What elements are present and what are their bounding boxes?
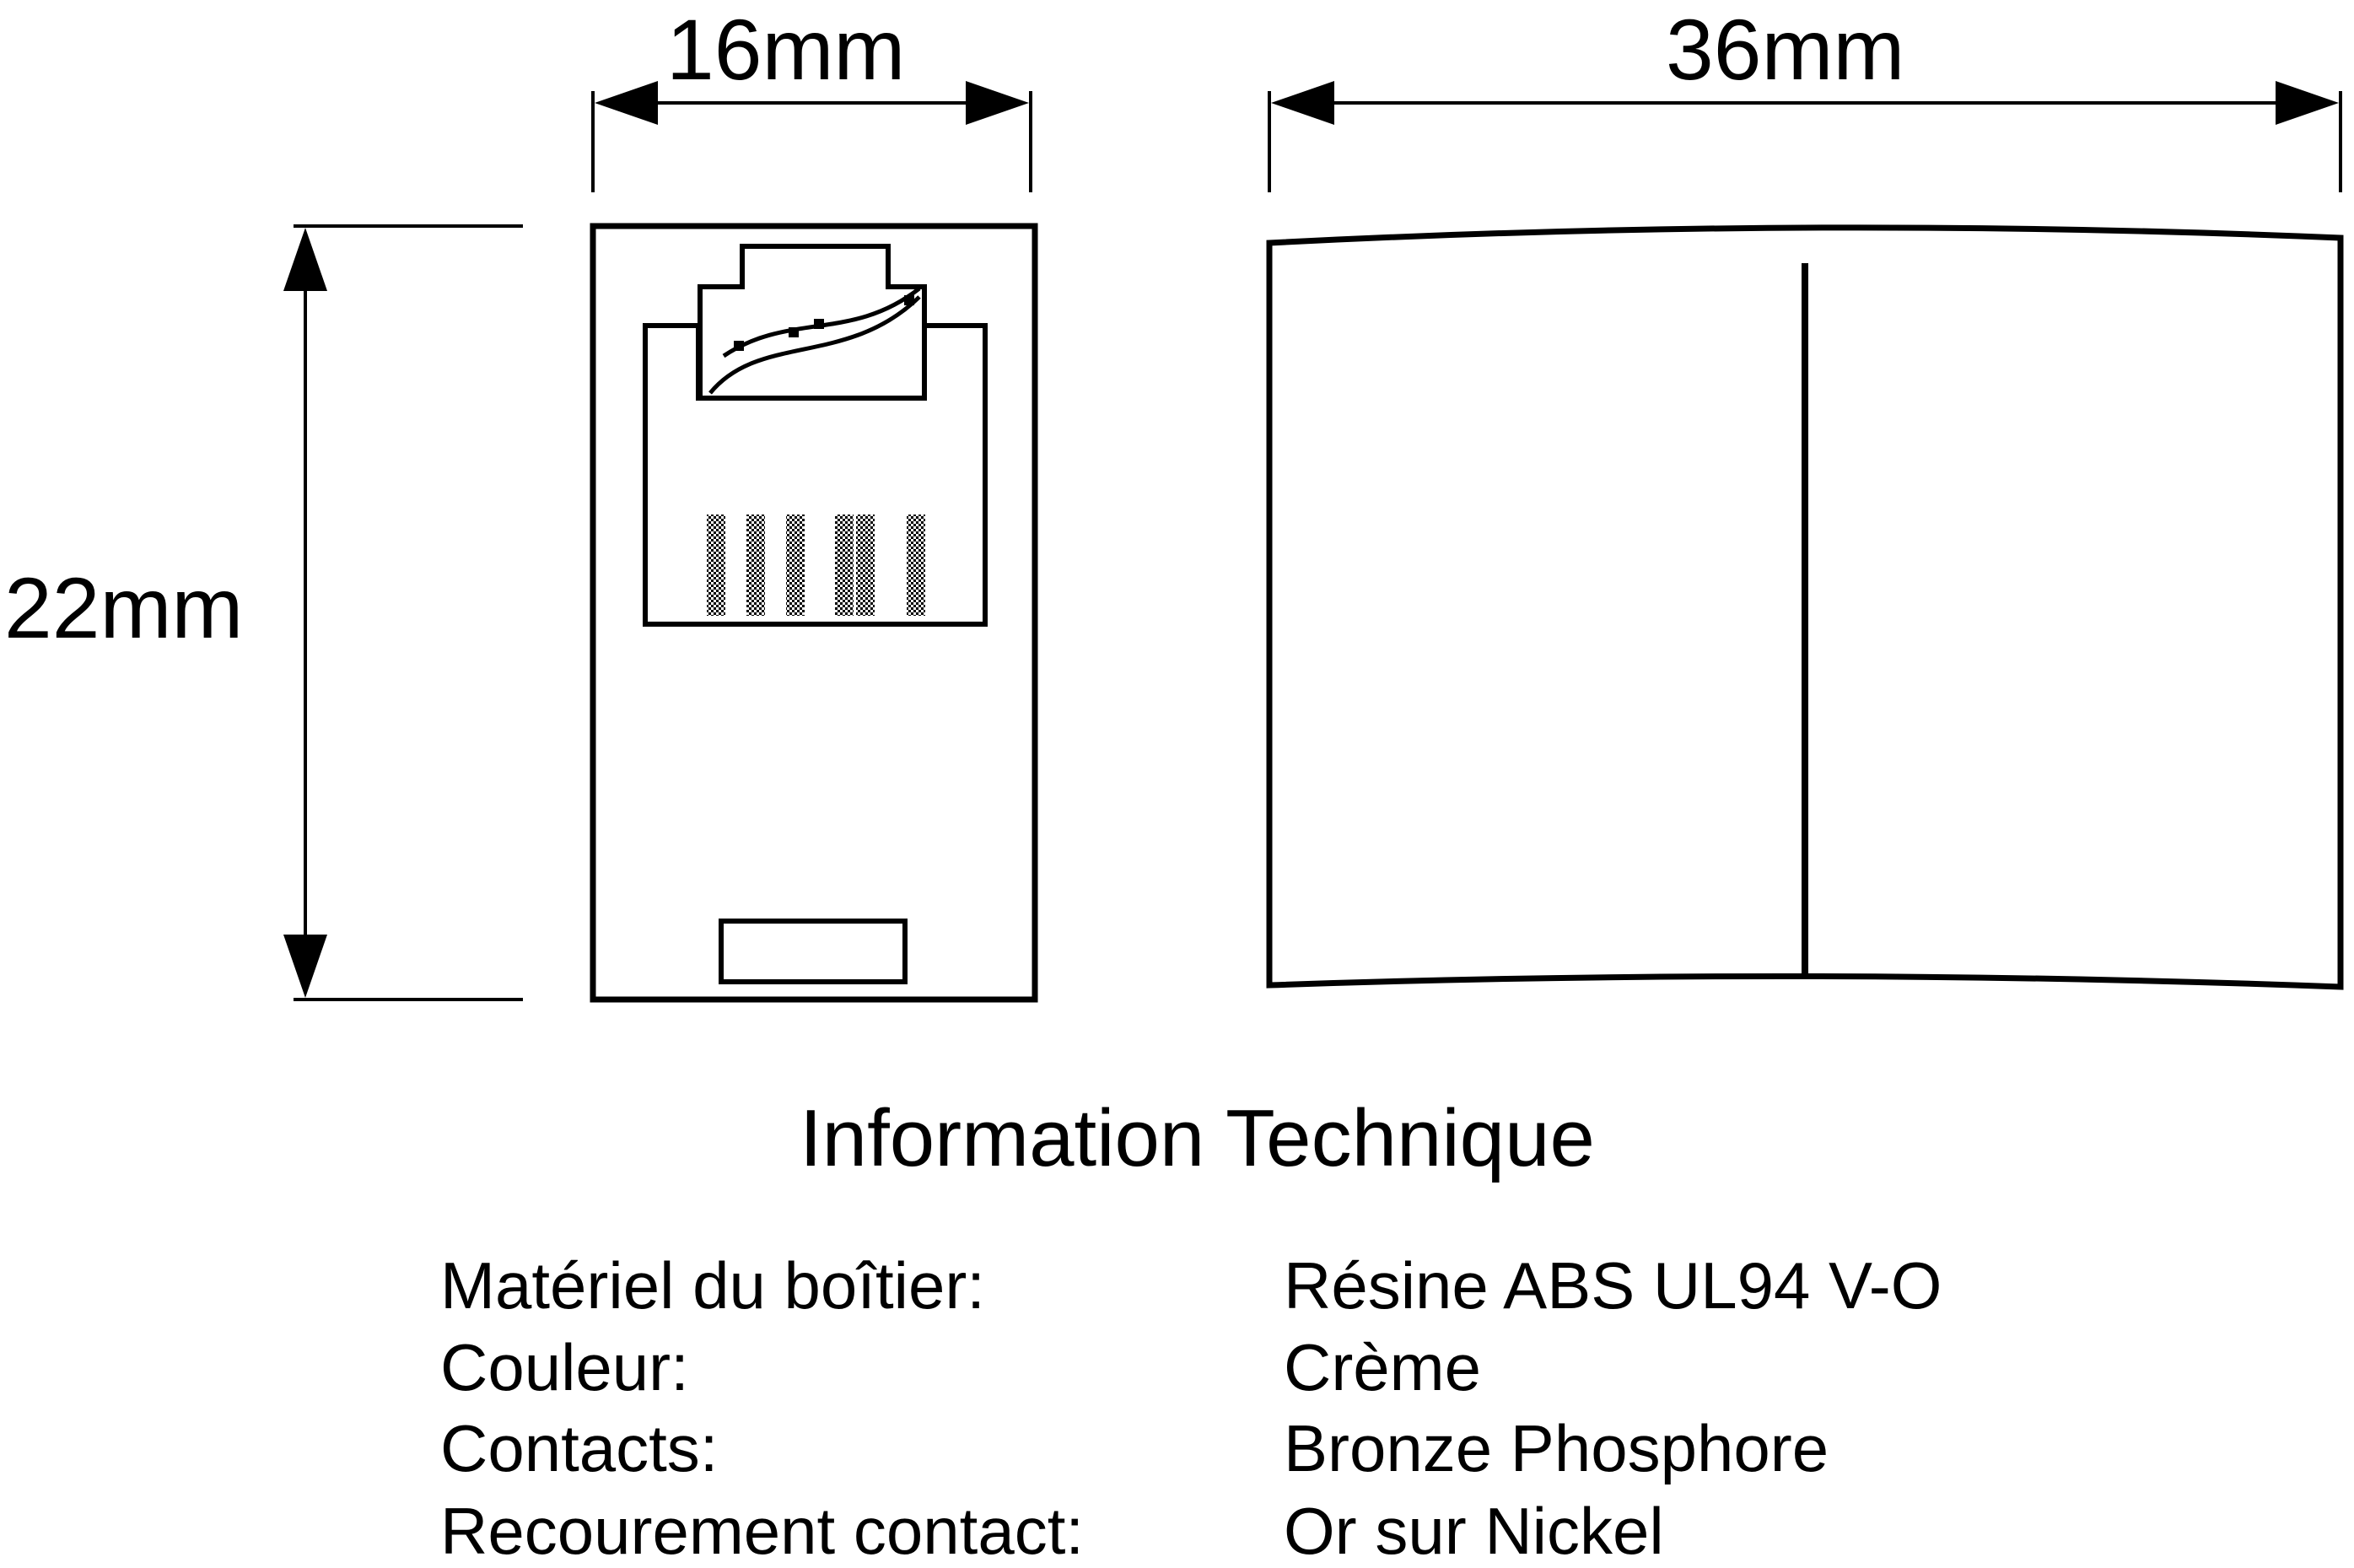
- spec-value: Or sur Nickel: [1284, 1494, 1664, 1568]
- length-dimension-line: [1268, 81, 2342, 192]
- spec-value: Résine ABS UL94 V-O: [1284, 1248, 1942, 1323]
- width-dimension-label: 16mm: [666, 2, 906, 98]
- height-dimension-line: [283, 224, 523, 1001]
- spec-label: Matériel du boîtier:: [440, 1248, 985, 1323]
- spec-label: Recourement contact:: [440, 1494, 1085, 1568]
- width-dimension-line: [591, 81, 1032, 192]
- height-dimension-label: 22mm: [4, 560, 244, 656]
- spec-value: Bronze Phosphore: [1284, 1411, 1829, 1485]
- bottom-slot: [719, 919, 908, 984]
- spec-value: Crème: [1284, 1330, 1482, 1404]
- contact-pins: [707, 515, 925, 616]
- spec-label: Couleur:: [440, 1330, 689, 1404]
- front-view: [590, 223, 1038, 1003]
- length-dimension-label: 36mm: [1666, 2, 1905, 98]
- side-view: [1266, 224, 2344, 990]
- spec-label: Contacts:: [440, 1411, 719, 1485]
- info-title: Information Technique: [800, 1093, 1595, 1183]
- latch-tab: [698, 244, 927, 401]
